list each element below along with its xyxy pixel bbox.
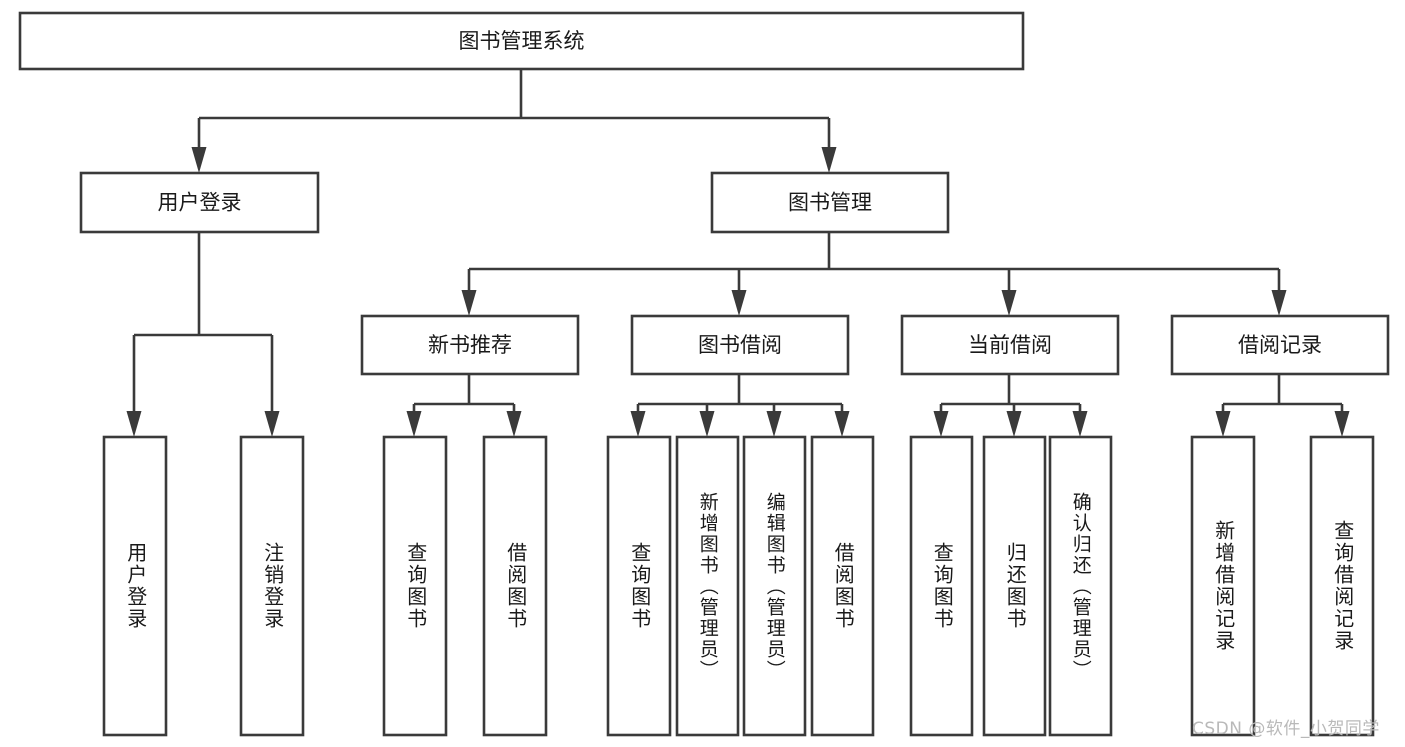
csdn-watermark: CSDN @软件_小贺同学 [1192,719,1380,739]
borrow-arrow-2-head [766,411,782,437]
node-box-leaf-logout-login[interactable] [239,435,305,737]
book-mgmt-arrow-1-head [731,290,747,316]
current-arrow-1-head [1006,411,1022,437]
node-label-book-management: 图书管理 [788,191,872,215]
node-box-borrow-records[interactable] [1170,314,1390,376]
node-label-book-borrow: 图书借阅 [698,333,782,357]
node-box-new-book-recommend[interactable] [360,314,580,376]
node-label-user-login: 用户登录 [158,191,242,215]
level1-arrow-1-head [821,147,837,173]
node-box-leaf-borrow-book[interactable] [810,435,875,737]
node-box-leaf-query-book-current[interactable] [909,435,974,737]
node-box-leaf-borrow-book-recommend[interactable] [482,435,548,737]
node-box-leaf-add-book-admin[interactable] [675,435,740,737]
recommend-arrow-0-head [406,411,422,437]
node-box-leaf-user-login[interactable] [102,435,168,737]
node-box-root[interactable] [18,11,1025,71]
node-box-leaf-add-borrow-record[interactable] [1190,435,1256,737]
node-label-root: 图书管理系统 [459,29,585,53]
borrow-arrow-1-head [699,411,715,437]
node-box-user-login[interactable] [79,171,320,234]
book-mgmt-arrow-2-head [1001,290,1017,316]
node-label-current-borrow: 当前借阅 [968,333,1052,357]
node-box-leaf-query-book-borrow[interactable] [606,435,672,737]
book-mgmt-arrow-0-head [461,290,477,316]
current-arrow-0-head [933,411,949,437]
node-box-current-borrow[interactable] [900,314,1120,376]
node-label-borrow-records: 借阅记录 [1238,333,1322,357]
node-box-leaf-return-book[interactable] [982,435,1047,737]
node-box-leaf-edit-book-admin[interactable] [742,435,807,737]
current-arrow-2-head [1072,411,1088,437]
node-box-book-borrow[interactable] [630,314,850,376]
node-label-new-book-recommend: 新书推荐 [428,333,512,357]
borrow-arrow-3-head [834,411,850,437]
level1-arrow-0-head [191,147,207,173]
node-box-book-management[interactable] [710,171,950,234]
records-arrow-1-head [1334,411,1350,437]
node-box-leaf-confirm-return-admin[interactable] [1048,435,1113,737]
connectors-layer [126,69,1350,437]
node-box-leaf-query-borrow-record[interactable] [1309,435,1375,737]
node-box-leaf-query-book-recommend[interactable] [382,435,448,737]
recommend-arrow-1-head [506,411,522,437]
user-login-arrow-0-head [126,411,142,437]
borrow-arrow-0-head [630,411,646,437]
node-boxes-layer [18,11,1390,737]
records-arrow-0-head [1215,411,1231,437]
book-mgmt-arrow-3-head [1271,290,1287,316]
user-login-arrow-1-head [264,411,280,437]
